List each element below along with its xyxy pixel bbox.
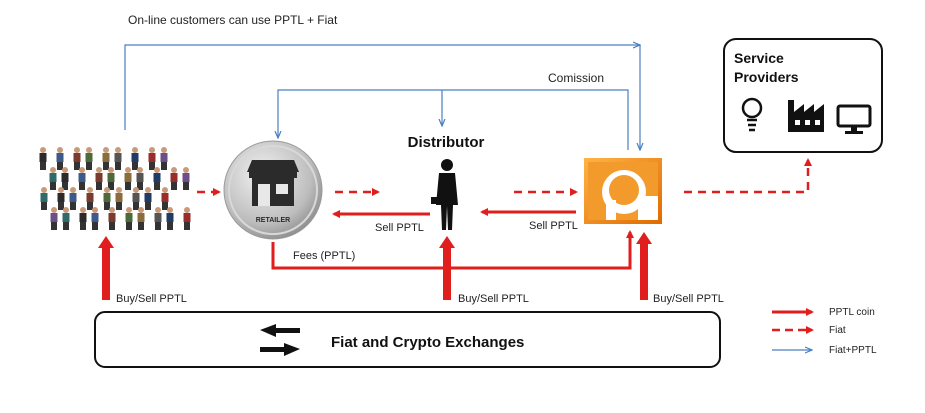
exchanges-box: Fiat and Crypto Exchanges bbox=[94, 311, 721, 368]
distributor-label: Distributor bbox=[408, 134, 485, 151]
legend-fiat-pptl-label: Fiat+PPTL bbox=[829, 345, 877, 356]
person-figure bbox=[69, 187, 77, 210]
buy-sell-bars bbox=[98, 232, 652, 300]
person-figure bbox=[166, 207, 174, 230]
buy-sell-label-2: Buy/Sell PPTL bbox=[458, 293, 529, 305]
person-figure bbox=[79, 207, 87, 230]
person-figure bbox=[39, 147, 47, 170]
sell-pptl-left-label: Sell PPTL bbox=[375, 222, 424, 234]
shop-icon bbox=[247, 160, 299, 206]
people-crowd-icon bbox=[39, 147, 191, 230]
person-figure bbox=[61, 167, 69, 190]
lightbulb-icon bbox=[741, 97, 763, 132]
person-figure bbox=[78, 167, 86, 190]
person-figure bbox=[56, 147, 64, 170]
factory-icon bbox=[788, 100, 824, 132]
person-figure bbox=[170, 167, 178, 190]
legend-pptl-label: PPTL coin bbox=[829, 307, 875, 318]
buy-sell-label-1: Buy/Sell PPTL bbox=[116, 293, 187, 305]
fees-retailer-to-platform bbox=[271, 230, 634, 270]
customers-to-platform-line bbox=[124, 45, 640, 130]
service-providers-box: Service Providers bbox=[723, 38, 883, 153]
fiat-platform-to-providers bbox=[684, 158, 812, 194]
person-figure bbox=[132, 187, 140, 210]
person-figure bbox=[153, 167, 161, 190]
fees-label: Fees (PPTL) bbox=[293, 250, 355, 262]
service-providers-title-1: Service bbox=[734, 50, 784, 66]
person-figure bbox=[50, 207, 58, 230]
person-figure bbox=[49, 167, 57, 190]
person-figure bbox=[183, 207, 191, 230]
comission-label: Comission bbox=[548, 71, 604, 85]
legend: PPTL coin Fiat Fiat+PPTL bbox=[772, 307, 877, 356]
pptl-logo-icon bbox=[584, 158, 662, 224]
service-providers-title-2: Providers bbox=[734, 69, 799, 85]
legend-fiat-label: Fiat bbox=[829, 325, 846, 336]
person-figure bbox=[148, 147, 156, 170]
person-figure bbox=[95, 167, 103, 190]
person-figure bbox=[182, 167, 190, 190]
buy-sell-label-3: Buy/Sell PPTL bbox=[653, 293, 724, 305]
person-figure bbox=[107, 167, 115, 190]
swap-arrows-icon bbox=[260, 324, 300, 356]
person-figure bbox=[137, 207, 145, 230]
person-figure bbox=[124, 167, 132, 190]
person-figure bbox=[103, 187, 111, 210]
person-figure bbox=[85, 147, 93, 170]
blue-flow-lines bbox=[124, 45, 640, 150]
fiat-flow-lines bbox=[197, 158, 812, 196]
commission-line-outer bbox=[278, 89, 629, 150]
retailer-node: RETAILER bbox=[223, 140, 323, 240]
person-figure bbox=[115, 187, 123, 210]
person-figure bbox=[62, 207, 70, 230]
sell-pptl-right-label: Sell PPTL bbox=[529, 220, 578, 232]
person-figure bbox=[114, 147, 122, 170]
person-figure bbox=[131, 147, 139, 170]
person-figure bbox=[40, 187, 48, 210]
person-figure bbox=[144, 187, 152, 210]
person-figure bbox=[125, 207, 133, 230]
person-figure bbox=[57, 187, 65, 210]
retailer-badge: RETAILER bbox=[256, 217, 290, 224]
person-figure bbox=[86, 187, 94, 210]
person-figure bbox=[136, 167, 144, 190]
person-figure bbox=[154, 207, 162, 230]
monitor-icon bbox=[836, 104, 872, 134]
person-figure bbox=[91, 207, 99, 230]
pptl-flow-lines bbox=[271, 208, 634, 270]
person-figure bbox=[161, 187, 169, 210]
person-figure bbox=[73, 147, 81, 170]
person-figure bbox=[102, 147, 110, 170]
online-customers-label: On-line customers can use PPTL + Fiat bbox=[128, 13, 338, 27]
person-figure bbox=[108, 207, 116, 230]
businessman-icon bbox=[431, 159, 458, 230]
person-figure bbox=[160, 147, 168, 170]
exchanges-label: Fiat and Crypto Exchanges bbox=[331, 334, 524, 351]
